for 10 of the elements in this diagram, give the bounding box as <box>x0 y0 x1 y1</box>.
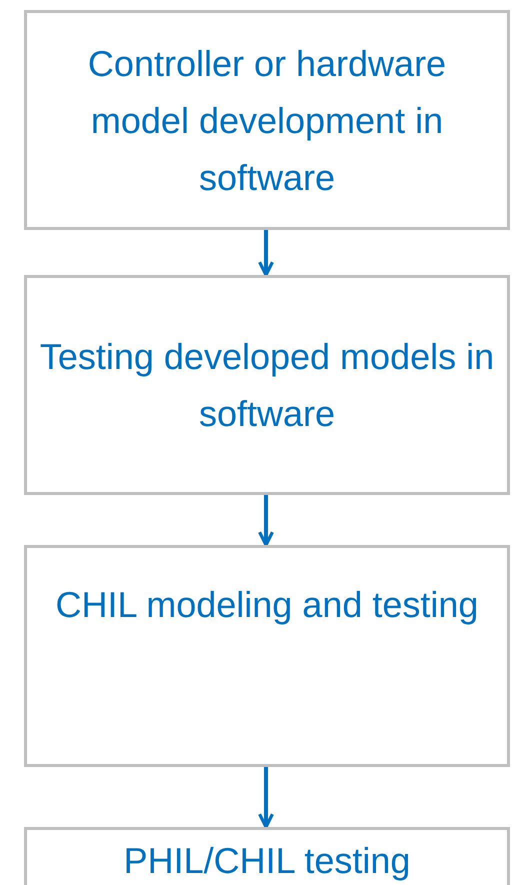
box-label: PHIL/CHIL testing <box>124 839 410 883</box>
arrow <box>258 230 274 277</box>
process-box <box>24 275 510 495</box>
box-label: CHIL modeling and testing <box>56 583 478 627</box>
arrow <box>258 767 274 829</box>
process-box <box>24 545 510 767</box>
box-label: Controller or hardware model development in software <box>86 42 448 200</box>
box-label: Testing developed models in software <box>39 335 495 436</box>
process-box <box>24 10 510 230</box>
arrow <box>258 495 274 547</box>
